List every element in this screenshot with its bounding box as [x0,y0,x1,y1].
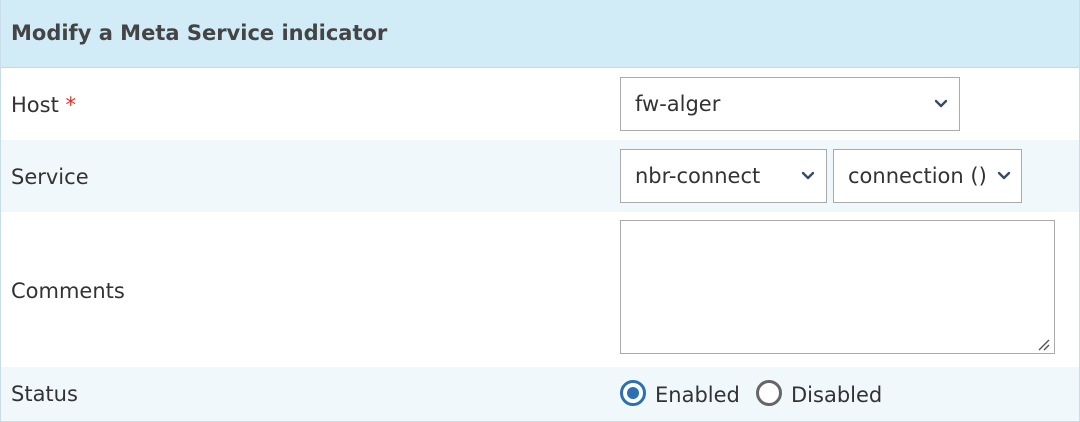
comments-row: Comments [1,212,1079,367]
enabled-radio-label[interactable]: Enabled [655,383,740,407]
host-select[interactable]: fw-alger [620,77,960,131]
status-label: Status [11,382,78,406]
chevron-down-icon [801,171,815,180]
service-select-value: nbr-connect [635,164,761,188]
service-select[interactable]: nbr-connect [620,149,827,203]
metric-select-value: connection () [848,164,987,188]
disabled-radio-label[interactable]: Disabled [791,383,883,407]
enabled-radio[interactable] [620,380,646,406]
comments-label: Comments [11,279,125,303]
form-title: Modify a Meta Service indicator [11,21,388,45]
service-row: Service nbr-connect connection () [1,140,1079,212]
service-label: Service [11,165,89,189]
comments-textarea[interactable] [620,220,1055,354]
resize-grip-icon[interactable] [1037,338,1050,351]
form-header: Modify a Meta Service indicator [1,0,1079,68]
chevron-down-icon [997,171,1011,180]
host-label: Host * [11,93,76,117]
disabled-radio[interactable] [756,380,782,406]
metric-select[interactable]: connection () [833,149,1022,203]
chevron-down-icon [934,99,948,108]
host-row: Host * fw-alger [1,68,1079,140]
required-asterisk: * [65,93,77,117]
radio-selected-dot [627,387,639,399]
host-select-value: fw-alger [635,92,721,116]
host-label-text: Host [11,93,59,117]
status-row: Status Enabled Disabled [1,367,1079,421]
